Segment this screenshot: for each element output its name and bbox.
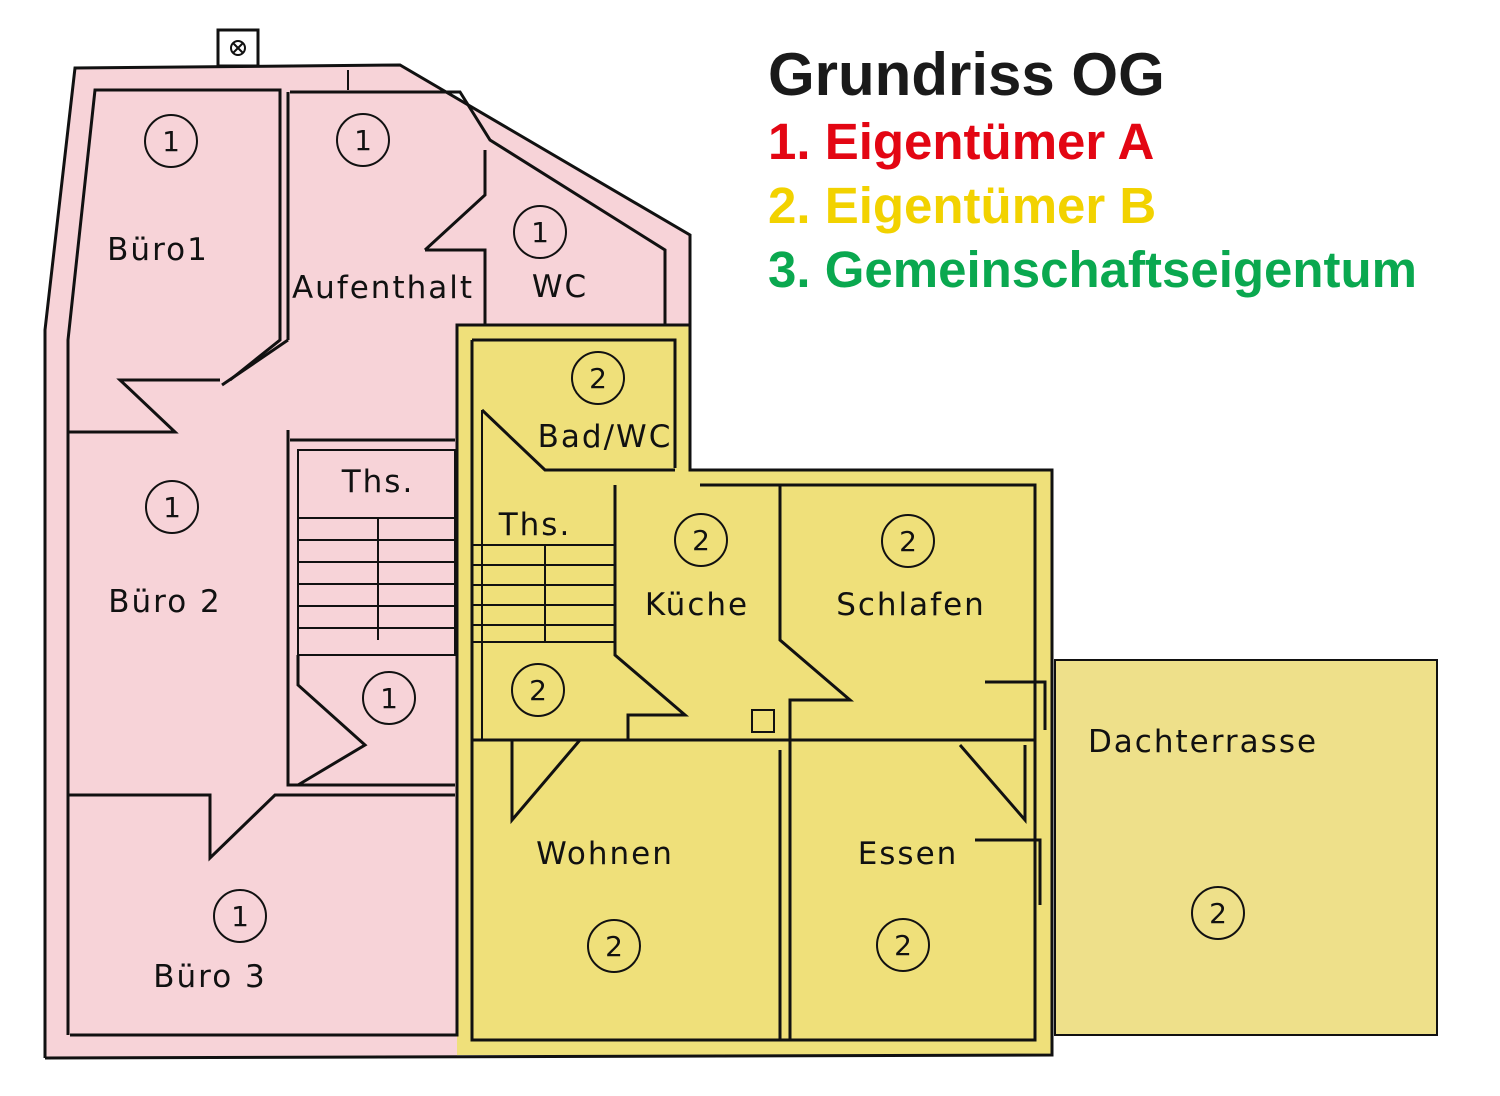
owner-number: 2 <box>589 362 607 395</box>
owner-marker <box>144 114 198 168</box>
owner-marker <box>587 919 641 973</box>
room-label: Essen <box>858 836 959 872</box>
owner-marker <box>881 514 935 568</box>
legend-title: Grundriss OG <box>768 41 1165 108</box>
owner-number: 2 <box>899 525 917 558</box>
room-label: Bad/WC <box>538 419 673 455</box>
chimney-icon <box>216 28 260 68</box>
room-label: Ths. <box>498 507 572 543</box>
room-label: WC <box>532 269 588 305</box>
room-aufenthalt: 1 Aufenthalt <box>292 113 474 306</box>
room-ths-right: Ths. 2 <box>498 507 572 717</box>
owner-number: 1 <box>354 124 372 157</box>
room-dachterrasse: Dachterrasse 2 <box>1088 724 1318 940</box>
owner-number: 1 <box>380 682 398 715</box>
owner-b-area <box>457 325 1052 1055</box>
room-buero2: 1 Büro 2 <box>108 480 222 620</box>
room-label: Küche <box>645 587 749 623</box>
shaft-icon <box>751 709 775 733</box>
interior-walls <box>68 92 1047 1040</box>
owner-marker <box>145 480 199 534</box>
staircase-right <box>472 544 615 643</box>
staircase-left <box>298 517 455 640</box>
owner-marker <box>336 113 390 167</box>
room-buero3: 1 Büro 3 <box>153 889 267 995</box>
room-wohnen: Wohnen 2 <box>536 836 674 973</box>
room-label: Wohnen <box>536 836 674 872</box>
owner-number: 1 <box>231 900 249 933</box>
owner-number: 2 <box>605 930 623 963</box>
room-kueche: 2 Küche <box>645 513 749 623</box>
room-buero1: 1 Büro1 <box>107 114 209 268</box>
room-label: Dachterrasse <box>1088 724 1318 760</box>
owner-marker <box>513 205 567 259</box>
owner-number: 1 <box>531 216 549 249</box>
owner-number: 2 <box>1209 897 1227 930</box>
owner-marker <box>571 351 625 405</box>
owner-marker <box>213 889 267 943</box>
owner-marker <box>511 663 565 717</box>
room-bad-wc: 2 Bad/WC <box>538 351 673 455</box>
room-label: Schlafen <box>836 587 986 623</box>
outer-walls <box>43 63 1054 1060</box>
owner-number: 2 <box>529 674 547 707</box>
owner-number: 2 <box>692 524 710 557</box>
room-essen: Essen 2 <box>858 836 959 972</box>
room-label: Büro1 <box>107 232 209 268</box>
room-schlafen: 2 Schlafen <box>836 514 986 623</box>
legend-item-owner-b: 2. Eigentümer B <box>768 177 1157 234</box>
owner-number: 2 <box>894 929 912 962</box>
owner-number: 1 <box>162 125 180 158</box>
owner-marker <box>1191 886 1245 940</box>
room-ths-left: Ths. 1 <box>341 464 416 725</box>
room-label: Büro 3 <box>153 959 267 995</box>
dachterrasse-area <box>1054 659 1438 1036</box>
owner-marker <box>876 918 930 972</box>
owner-marker <box>362 671 416 725</box>
owner-number: 1 <box>163 491 181 524</box>
room-label: Aufenthalt <box>292 270 474 306</box>
room-label: Ths. <box>341 464 415 500</box>
legend-item-owner-a: 1. Eigentümer A <box>768 113 1155 170</box>
room-wc: 1 WC <box>513 205 588 305</box>
room-label: Büro 2 <box>108 584 222 620</box>
legend-item-common: 3. Gemeinschaftseigentum <box>768 241 1418 298</box>
owner-marker <box>674 513 728 567</box>
